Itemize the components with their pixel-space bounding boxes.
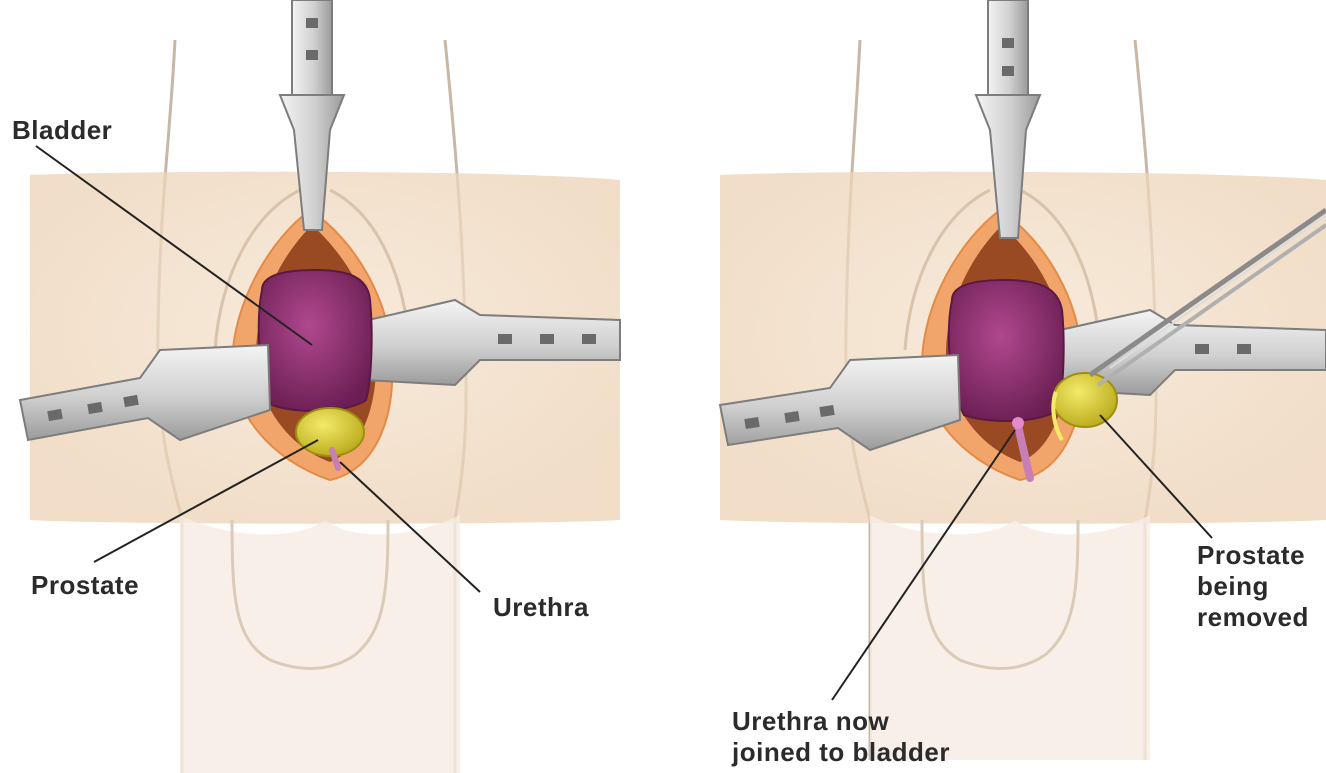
panel-after bbox=[720, 0, 1326, 760]
lower-body bbox=[180, 515, 460, 773]
label-urethra: Urethra bbox=[493, 592, 589, 623]
label-prostate-being-removed: Prostate being removed bbox=[1197, 540, 1309, 633]
bladder-shape-2 bbox=[949, 280, 1064, 421]
bladder-shape bbox=[259, 270, 372, 411]
label-prostate: Prostate bbox=[31, 570, 139, 601]
prostate-shape-2 bbox=[1053, 373, 1117, 427]
label-bladder: Bladder bbox=[12, 115, 112, 146]
label-urethra-joined: Urethra now joined to bladder bbox=[732, 706, 950, 768]
